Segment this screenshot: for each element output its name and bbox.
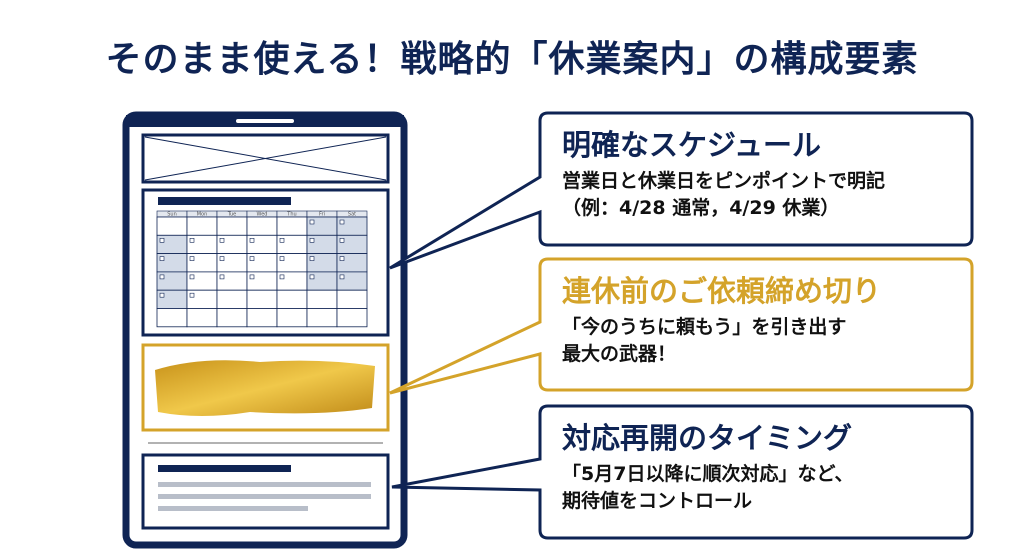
checkbox-icon xyxy=(309,238,315,243)
calendar-cell xyxy=(186,216,218,236)
calendar-day-header: Sat xyxy=(348,212,356,218)
calendar-cell xyxy=(336,289,368,309)
checkbox-icon xyxy=(339,256,345,261)
checkbox-icon xyxy=(309,219,315,225)
calendar-cell xyxy=(186,308,218,328)
callout-3: 対応再開のタイミング 「5月7日以降に順次対応」など、 期待値をコントロール xyxy=(562,415,972,515)
checkbox-icon xyxy=(279,238,285,243)
checkbox-icon xyxy=(189,256,195,261)
calendar-day-header: Fri xyxy=(319,212,325,218)
callout-heading: 明確なスケジュール xyxy=(562,128,821,162)
calendar-day-header: Mon xyxy=(197,212,208,218)
callout-line: 期待値をコントロール xyxy=(562,490,753,512)
callout-bubble-3 xyxy=(391,404,974,540)
calendar-cell xyxy=(156,308,188,328)
image-placeholder xyxy=(141,133,390,184)
callout-line: 最大の武器！ xyxy=(562,343,677,365)
checkbox-icon xyxy=(219,256,225,261)
checkbox-icon xyxy=(279,274,285,280)
calendar-cell xyxy=(306,308,338,328)
callout-bubble-1 xyxy=(389,111,974,270)
calendar-cell xyxy=(246,308,278,328)
phone-speaker xyxy=(236,119,294,123)
calendar-day-header: Tue xyxy=(227,212,237,218)
checkbox-icon xyxy=(159,256,165,261)
checkbox-icon xyxy=(279,256,285,261)
checkbox-icon xyxy=(249,256,255,261)
calendar-cell xyxy=(276,308,308,328)
checkbox-icon xyxy=(339,274,345,280)
checkbox-icon xyxy=(159,238,165,243)
checkbox-icon xyxy=(159,274,165,280)
callout-line: 営業日と休業日をピンポイントで明記 xyxy=(562,170,886,192)
callout-line: （例：4/28 通常，4/29 休業） xyxy=(562,197,840,219)
checkbox-icon xyxy=(249,274,255,280)
checkbox-icon xyxy=(249,238,255,243)
page-title: そのまま使える！戦略的「休業案内」の構成要素 xyxy=(105,39,919,80)
calendar-cell xyxy=(276,289,308,309)
calendar-title-bar xyxy=(158,197,291,205)
callout-heading: 連休前のご依頼締め切り xyxy=(562,274,882,308)
checkbox-icon xyxy=(309,274,315,280)
calendar-cell xyxy=(156,216,188,236)
checkbox-icon xyxy=(189,292,195,298)
gold-brush-stroke xyxy=(155,360,375,416)
calendar-cell xyxy=(216,289,248,309)
checkbox-icon xyxy=(189,238,195,243)
calendar-cell xyxy=(306,289,338,309)
callout-line: 「今のうちに頼もう」を引き出す xyxy=(562,316,847,338)
checkbox-icon xyxy=(189,274,195,280)
checkbox-icon xyxy=(309,256,315,261)
checkbox-icon xyxy=(219,274,225,280)
callout-bubble-2 xyxy=(389,257,974,395)
calendar-day-header: Sun xyxy=(167,212,177,218)
calendar-cell xyxy=(216,308,248,328)
calendar-day-header: Thu xyxy=(286,212,296,218)
callout-2: 連休前のご依頼締め切り 「今のうちに頼もう」を引き出す 最大の武器！ xyxy=(562,268,972,368)
calendar-day-header: Wed xyxy=(257,212,268,218)
checkbox-icon xyxy=(339,219,345,225)
checkbox-icon xyxy=(219,238,225,243)
calendar-cell xyxy=(246,289,278,309)
checkbox-icon xyxy=(159,292,165,298)
callout-line: 「5月7日以降に順次対応」など、 xyxy=(562,463,854,485)
calendar-grid: Sun Mon Tue Wed Thu Fri Sat xyxy=(156,210,368,328)
calendar-cell xyxy=(216,216,248,236)
calendar-cell xyxy=(246,216,278,236)
callout-1: 明確なスケジュール 営業日と休業日をピンポイントで明記 （例：4/28 通常，4… xyxy=(562,122,972,222)
checkbox-icon xyxy=(339,238,345,243)
callout-heading: 対応再開のタイミング xyxy=(562,421,853,455)
calendar-cell xyxy=(276,216,308,236)
calendar-cell xyxy=(336,308,368,328)
